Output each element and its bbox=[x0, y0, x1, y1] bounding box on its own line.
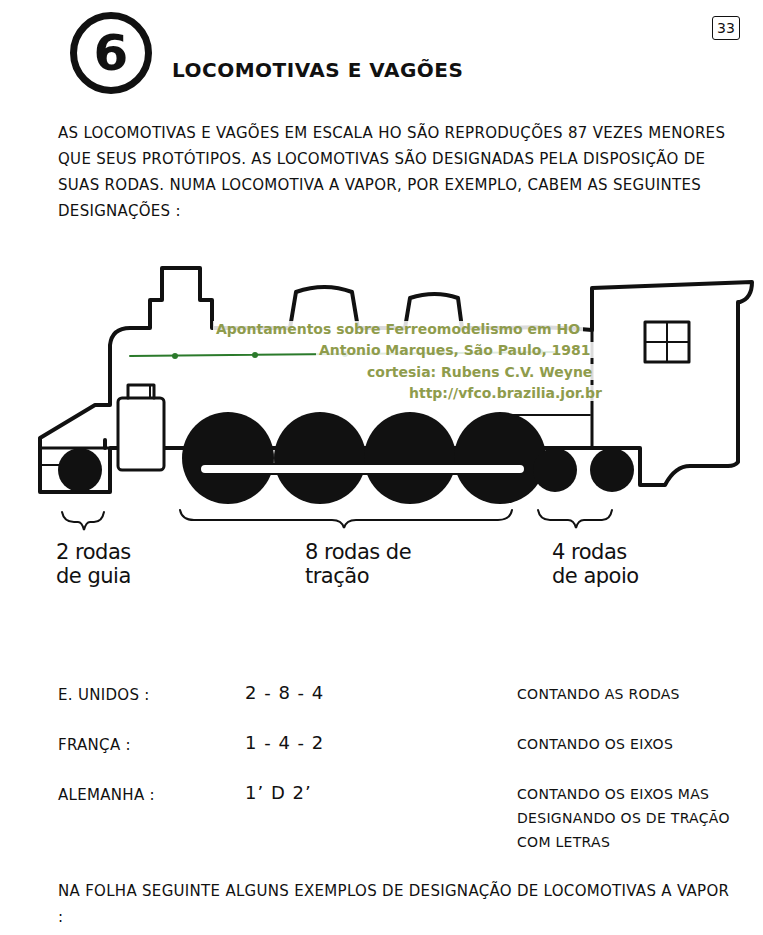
bracket bbox=[538, 510, 612, 528]
designation: 1’ D 2’ bbox=[245, 780, 312, 806]
page-title: LOCOMOTIVAS E VAGÕES bbox=[172, 58, 463, 82]
wheel-group-label: 8 rodas de tração bbox=[305, 540, 415, 588]
designation: 2 - 8 - 4 bbox=[245, 680, 324, 706]
designation: 1 - 4 - 2 bbox=[245, 730, 324, 756]
watermark: cortesia: Rubens C.V. Weyne bbox=[364, 364, 595, 380]
wheel-group-label: 4 rodas de apoio bbox=[552, 540, 652, 588]
node-text: 6 bbox=[94, 28, 129, 78]
bracket bbox=[62, 512, 104, 530]
section-number-circle: 6 bbox=[70, 12, 152, 94]
method-note: CONTANDO AS RODAS bbox=[517, 682, 747, 706]
intro-paragraph: AS LOCOMOTIVAS E VAGÕES EM ESCALA HO SÃO… bbox=[58, 120, 728, 224]
country-name: E. UNIDOS : bbox=[58, 682, 228, 708]
node-text: 33 bbox=[717, 21, 735, 35]
watermark: Apontamentos sobre Ferreomodelismo em HO bbox=[213, 321, 583, 337]
wheel-group-label: 2 rodas de guia bbox=[56, 540, 154, 588]
watermark: http://vfco.brazilia.jor.br bbox=[406, 385, 605, 401]
country-name: FRANÇA : bbox=[58, 732, 228, 758]
country-name: ALEMANHA : bbox=[58, 782, 228, 808]
closing-note: NA FOLHA SEGUINTE ALGUNS EXEMPLOS DE DES… bbox=[58, 878, 738, 930]
bracket bbox=[180, 510, 512, 528]
method-note: CONTANDO OS EIXOS MAS DESIGNANDO OS DE T… bbox=[517, 782, 745, 854]
method-note: CONTANDO OS EIXOS bbox=[517, 732, 747, 756]
watermark: Antonio Marques, São Paulo, 1981 bbox=[316, 342, 594, 358]
page-number-box: 33 bbox=[712, 16, 740, 40]
